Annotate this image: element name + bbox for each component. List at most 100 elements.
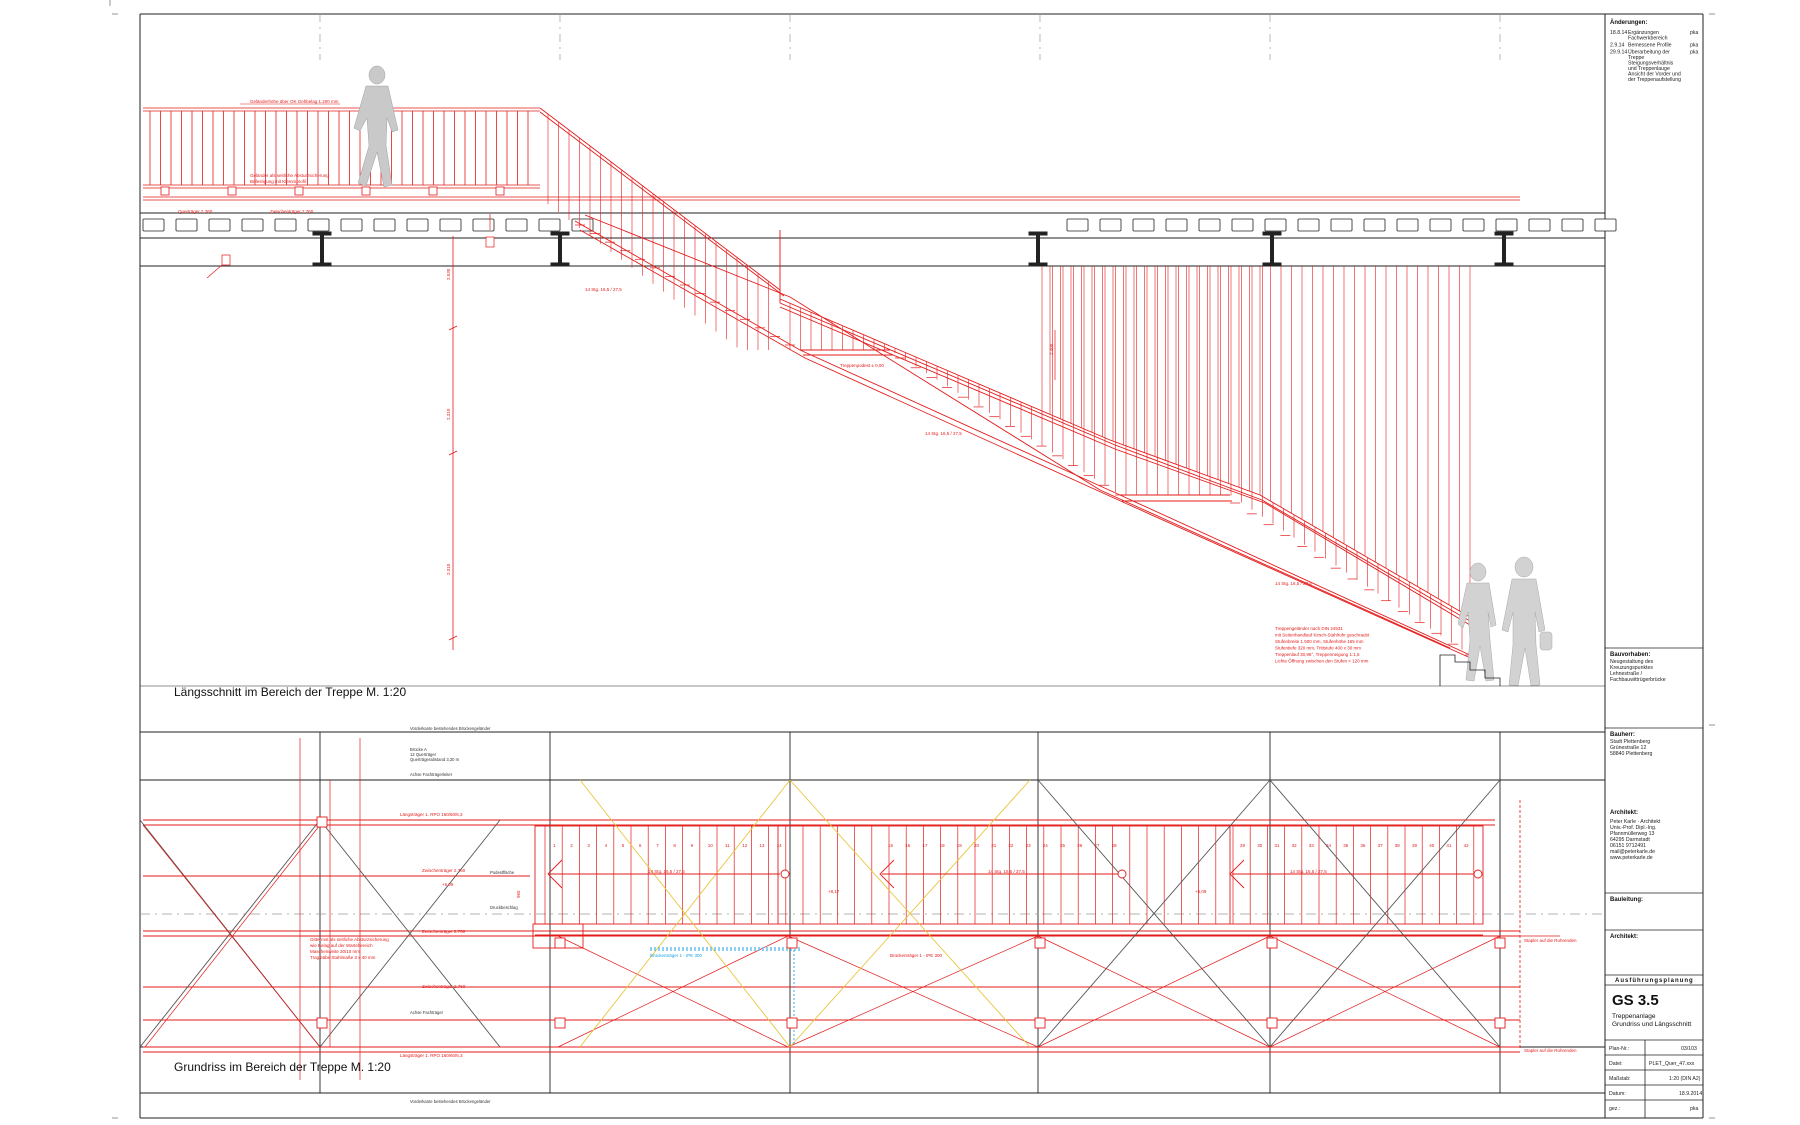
stair-note-line: Lichte Öffnung zwischen den Stufen < 120… <box>1275 658 1369 664</box>
architect-line-2: Univ.-Prof. Dipl.-Ing. <box>1610 825 1656 831</box>
tread-number: 7 <box>656 843 659 848</box>
ibeam-flange <box>1494 262 1514 267</box>
project-header: Bauvorhaben: <box>1610 652 1650 658</box>
phase-label: Ausführungsplanung <box>1615 978 1694 984</box>
support-right-top: Stapler auf die Rohrenden <box>1524 938 1577 943</box>
mark-a: +6,09 <box>442 882 454 887</box>
mark-b: +8,17 <box>828 889 840 894</box>
long-beam-top: Längsträger 1. RPO 160/60/6,3 <box>400 812 463 817</box>
dim-side: 965 <box>516 890 521 898</box>
tread-number: 24 <box>1043 843 1049 848</box>
deck-plank <box>175 218 198 232</box>
client-header: Bauherr: <box>1610 732 1635 738</box>
drawn-label: gez.: <box>1609 1106 1620 1112</box>
deck-plank <box>241 218 264 232</box>
light-fixtures <box>206 214 495 279</box>
beam-left-label: Querträger 2.760 <box>178 209 213 214</box>
deck-plank <box>1330 218 1353 232</box>
bracket-note-2: Befestigung mit Klemmprofil <box>250 179 306 184</box>
flight-upper-label: 14 Stg. 16,5 / 27,5 <box>585 287 622 292</box>
client-line-3: 58840 Plettenberg <box>1610 751 1653 757</box>
change-text: Ergänzungen <box>1628 30 1659 36</box>
cross-beam-1: Zwischenträger 2.760 <box>422 868 466 873</box>
plan-grid <box>139 732 1501 1093</box>
plan-column <box>786 1017 798 1029</box>
flight-lower-label: 14 Stg. 16,5 / 27,5 <box>1275 581 1312 586</box>
left-note-4: Tragstäbe Stahlmaße 3 x 40 mm <box>310 955 376 960</box>
client-line-2: Grünestraße 12 <box>1610 745 1646 751</box>
tread-number: 31 <box>1274 843 1280 848</box>
plan-flight-2: 14 Stg. 16,5 / 27,5 <box>988 869 1025 874</box>
deck-plank <box>373 218 396 232</box>
ibeam-flange <box>550 262 570 267</box>
project-line-4: Fachbauwittrügerbrücke <box>1610 677 1666 683</box>
cross-beam-3: Zwischenträger 2.760 <box>422 984 466 989</box>
tread-number: 33 <box>1309 843 1315 848</box>
tread-number: 4 <box>605 843 608 848</box>
tread-number: 2 <box>570 843 573 848</box>
support-right-bottom: Stapler auf die Rohrenden <box>1524 1048 1577 1053</box>
plan-column <box>316 816 328 828</box>
bracket-note: Geländer als seitliche Absturzsicherung <box>250 173 329 178</box>
deck-plank <box>1297 218 1320 232</box>
tread-number: 8 <box>673 843 676 848</box>
left-note-1: Gitterrost als seitliche Absturzsicherun… <box>310 937 389 942</box>
elevation-drawing: 2.530 2.310 2.310 2.400 Geländerhöhe übe… <box>140 14 1617 699</box>
change-date: 29.9.14 <box>1610 50 1627 56</box>
deck-plank <box>406 218 429 232</box>
stair-plan-outline <box>532 825 1484 949</box>
tread-number: 5 <box>622 843 625 848</box>
tread-number: 34 <box>1326 843 1332 848</box>
tread-number: 26 <box>1077 843 1083 848</box>
tread-number: 41 <box>1446 843 1452 848</box>
client-line-1: Stadt Plettenberg <box>1610 739 1650 745</box>
deck-plank <box>274 218 297 232</box>
deck-plank <box>439 218 462 232</box>
top-railing <box>143 107 1520 201</box>
tread-number: 28 <box>1112 843 1118 848</box>
axis-note: Achse Fachträger <box>410 1010 444 1015</box>
person-walking-icon <box>353 65 399 188</box>
date-value: 18.9.2014 <box>1679 1091 1702 1097</box>
deck-plank <box>1165 218 1188 232</box>
project-line-2: Kreuzungspunktes <box>1610 665 1653 671</box>
tread-number: 13 <box>759 843 765 848</box>
stair-note-line: Stufenbreite 1.500 mm, Stufenhöhe 165 mm <box>1275 639 1364 644</box>
tread-number: 32 <box>1292 843 1298 848</box>
deck-plank <box>1264 218 1287 232</box>
project-line-3: Lehnestraße / <box>1610 671 1643 677</box>
top-balusters <box>149 111 529 185</box>
entry-steps <box>1439 654 1501 686</box>
plan-no-value: 03/103 <box>1681 1046 1697 1052</box>
cross-beams <box>312 231 1514 267</box>
label-lower: Druckbeschlag <box>490 905 518 910</box>
tread-number: 42 <box>1464 843 1470 848</box>
project-line-1: Neugestaltung des <box>1610 659 1654 665</box>
tread-number: 25 <box>1060 843 1066 848</box>
deck-plank <box>208 218 231 232</box>
deck-plank <box>1561 218 1584 232</box>
deck-plank <box>1231 218 1254 232</box>
elevation-title: Längsschnitt im Bereich der Treppe M. 1:… <box>174 685 406 699</box>
tread-number: 37 <box>1378 843 1384 848</box>
tread-number: 15 <box>888 843 894 848</box>
plan-info-1: Brücke A <box>410 747 427 752</box>
change-date: 2.9.14 <box>1610 43 1625 49</box>
tread-number: 21 <box>991 843 997 848</box>
tread-number: 3 <box>587 843 590 848</box>
deck-plank <box>538 218 561 232</box>
tread-number: 12 <box>742 843 748 848</box>
change-text: und Treppenlauge <box>1628 66 1670 72</box>
tread-number: 29 <box>1240 843 1246 848</box>
label-upper: Podestfläche <box>490 870 515 875</box>
change-date: 18.8.14 <box>1610 30 1627 36</box>
dim-a: 2.530 <box>446 268 451 280</box>
ibeam-web <box>1270 234 1274 264</box>
deck-plank <box>1528 218 1551 232</box>
sheet-title-1: Treppenanlage <box>1612 1013 1656 1020</box>
bridge-deck <box>140 212 1605 267</box>
